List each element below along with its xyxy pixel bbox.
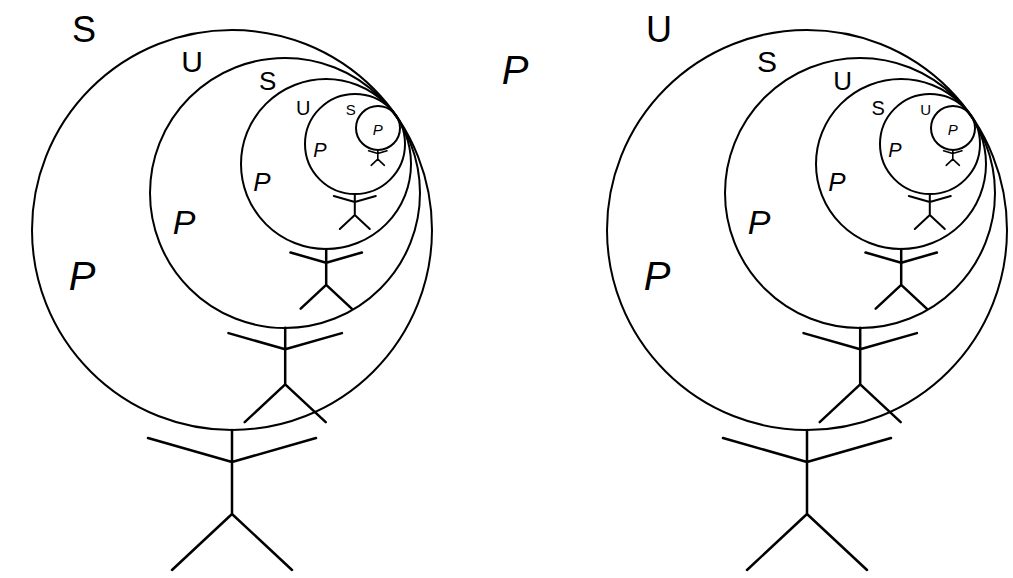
circle-outline xyxy=(32,30,432,430)
header-letter: S xyxy=(757,47,777,77)
stick-figure xyxy=(291,249,362,309)
stick-figure xyxy=(334,194,376,229)
free-letter: P xyxy=(502,50,529,90)
region-letter: P xyxy=(313,140,326,160)
circle-outline xyxy=(305,94,405,194)
nested-circle: UPSP xyxy=(305,94,405,194)
stick-figure-group xyxy=(723,150,962,570)
nested-circle: SPUPSPUP xyxy=(725,58,995,328)
header-letter: S xyxy=(259,68,276,94)
region-letter: P xyxy=(644,256,671,296)
nested-circle: UPSPUPSP xyxy=(150,58,420,328)
region-letter: P xyxy=(173,205,196,239)
region-letter: P xyxy=(888,140,901,160)
region-letter: P xyxy=(69,256,96,296)
header-letter: S xyxy=(72,12,96,48)
region-letter: P xyxy=(253,169,270,195)
region-letter: P xyxy=(748,205,771,239)
circle-outline xyxy=(931,106,975,150)
circle-outline xyxy=(816,79,986,249)
circle-outline xyxy=(880,94,980,194)
region-letter: P xyxy=(948,121,958,136)
nested-circle: UPSPUPSPUP xyxy=(607,30,1007,430)
stick-figure xyxy=(369,150,387,165)
header-letter: U xyxy=(920,101,931,116)
header-letter: U xyxy=(181,47,203,77)
header-letter: U xyxy=(833,68,852,94)
circle-outline xyxy=(356,106,400,150)
header-letter: U xyxy=(296,98,310,118)
region-letter: P xyxy=(373,121,383,136)
nested-circle: UP xyxy=(931,106,975,150)
nested-circle: SPUPSP xyxy=(241,79,411,249)
nested-circle: SP xyxy=(356,106,400,150)
nested-circle: SPUPSPUPSP xyxy=(32,30,432,430)
header-letter: S xyxy=(346,101,356,116)
circle-outline xyxy=(150,58,420,328)
header-letter: U xyxy=(646,12,672,48)
nested-circle: SPUP xyxy=(880,94,980,194)
nested-circle: UPSPUP xyxy=(816,79,986,249)
circle-outline xyxy=(607,30,1007,430)
circle-outline xyxy=(241,79,411,249)
stick-figure xyxy=(148,430,316,570)
stick-figure-group xyxy=(148,150,387,570)
region-letter: P xyxy=(828,169,845,195)
circle-outline xyxy=(725,58,995,328)
header-letter: S xyxy=(872,98,885,118)
